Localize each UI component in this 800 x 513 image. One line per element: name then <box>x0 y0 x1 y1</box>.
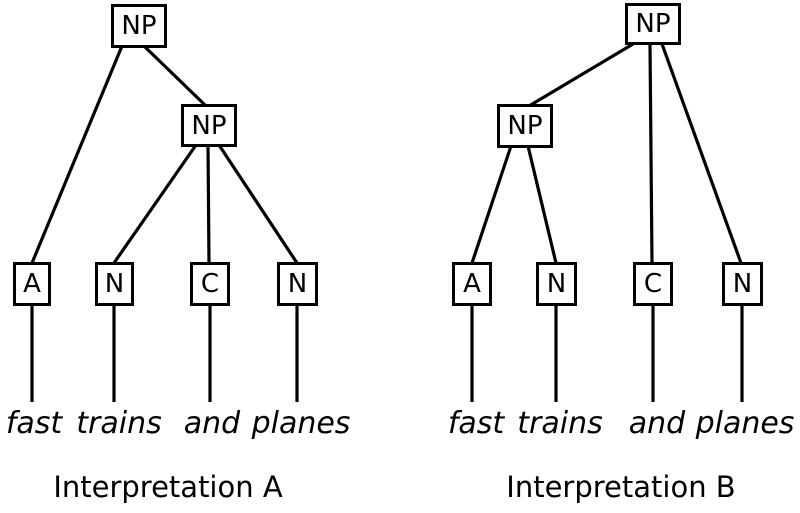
edge-b-np-to-n1 <box>526 145 558 264</box>
edge-b-root-to-c <box>648 43 654 264</box>
tree-b-word-trains: trains <box>517 406 603 441</box>
tree-a-word-and: and <box>183 406 241 441</box>
tree-b-root-np-node: NP <box>625 3 681 45</box>
edge-a-np-to-n2 <box>217 144 299 264</box>
tree-a-root-np-node: NP <box>111 4 167 48</box>
tree-b-leaf-n1-node: N <box>536 262 577 306</box>
tree-b-leaf-a-node: A <box>452 262 492 306</box>
edge-a-root-to-a <box>30 45 124 264</box>
tree-a-word-trains: trains <box>76 406 162 441</box>
tree-b-word-fast: fast <box>447 406 505 441</box>
tree-a-leaf-n2-node: N <box>277 262 318 306</box>
tree-b-leaf-n2-node: N <box>722 262 763 306</box>
tree-a-word-fast: fast <box>5 406 63 441</box>
tree-a-leaf-a-node: A <box>13 262 51 306</box>
tree-b-caption: Interpretation B <box>506 470 736 504</box>
tree-b-word-planes: planes <box>695 406 795 441</box>
edge-a-np-to-n1 <box>112 144 198 264</box>
edge-b-np-to-a <box>470 145 513 264</box>
edge-b-root-to-n2 <box>660 43 743 264</box>
tree-a-word-planes: planes <box>251 406 351 441</box>
tree-a-inner-np-node: NP <box>181 104 237 147</box>
edge-b-root-to-np <box>528 42 634 108</box>
edge-a-root-to-np <box>142 44 208 108</box>
tree-b-word-and: and <box>628 406 686 441</box>
tree-b-leaf-c-node: C <box>633 262 673 306</box>
tree-a-leaf-n1-node: N <box>95 262 134 306</box>
edge-a-np-to-c <box>206 144 211 264</box>
tree-a-leaf-c-node: C <box>190 262 230 306</box>
tree-b-inner-np-node: NP <box>497 104 553 148</box>
tree-a-caption: Interpretation A <box>53 470 283 504</box>
